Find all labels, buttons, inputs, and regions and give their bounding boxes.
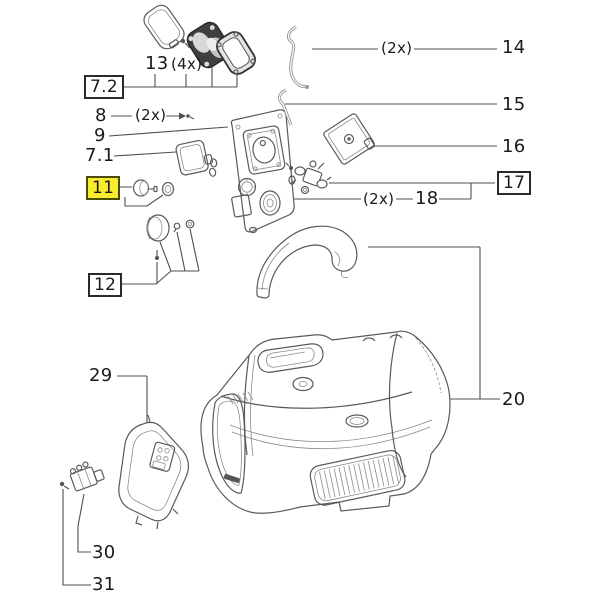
- exhaust-grille: [309, 449, 406, 506]
- leader-31: [62, 489, 91, 586]
- callout-14-qty: (2x): [381, 39, 413, 57]
- callout-29[interactable]: 29: [89, 365, 113, 386]
- part-20-handle-drawing: [256, 225, 358, 299]
- leader-7-2: [117, 62, 238, 88]
- part-17-valve-drawing: [289, 160, 332, 195]
- callout-30[interactable]: 30: [92, 542, 116, 563]
- part-31-screw-icon: [59, 481, 70, 490]
- callout-8[interactable]: 8: [95, 105, 107, 126]
- callout-9[interactable]: 9: [94, 125, 106, 146]
- part-30-connector-drawing: [69, 461, 105, 492]
- part-13-cover-drawing: [143, 4, 185, 50]
- leader-8-arrowhead: [179, 112, 186, 120]
- callout-7-2[interactable]: 7.2: [84, 75, 124, 99]
- screw-8-icon: [186, 114, 195, 120]
- part-16-plate-drawing: [323, 113, 376, 165]
- part-11-ring-drawing: [161, 181, 175, 197]
- part-12-screw-icon: [155, 250, 159, 260]
- callout-18-qty: (2x): [363, 190, 395, 208]
- callout-31[interactable]: 31: [92, 574, 116, 595]
- callout-12[interactable]: 12: [88, 273, 123, 297]
- leader-7-1: [113, 151, 177, 157]
- part-29-frame-drawing: [118, 414, 189, 530]
- leader-30: [77, 493, 91, 553]
- leader-lines: [62, 48, 500, 586]
- leader-20: [368, 246, 500, 400]
- leader-9: [108, 126, 229, 137]
- callout-20[interactable]: 20: [502, 389, 526, 410]
- leader-29: [117, 375, 148, 423]
- callout-11-highlighted[interactable]: 11: [86, 176, 121, 200]
- gasket-frame-drawing: [216, 31, 256, 75]
- part-7-1-flap-drawing: [175, 139, 218, 177]
- callout-8-qty: (2x): [135, 106, 167, 124]
- part-14-cord-drawing: [287, 25, 309, 89]
- main-housing-drawing: [200, 330, 451, 514]
- part-9-panel-drawing: [230, 109, 296, 234]
- part-12-cap-drawing: [146, 214, 170, 242]
- callout-15[interactable]: 15: [502, 94, 526, 115]
- part-12-ring-drawing: [185, 219, 195, 229]
- part-12-pin-drawing: [173, 222, 181, 233]
- leader-17: [329, 182, 495, 199]
- callout-18[interactable]: 18: [415, 188, 439, 209]
- screw-4x-icon: [180, 38, 191, 49]
- part-15-hook-drawing: [277, 88, 293, 126]
- callout-7-1[interactable]: 7.1: [85, 145, 115, 166]
- callout-13-qty: (4x): [171, 55, 203, 73]
- callout-13[interactable]: 13: [145, 53, 169, 74]
- housing-label-sticker: [223, 473, 240, 484]
- part-11-cap-drawing: [132, 179, 158, 197]
- part-18-screw-icon: [285, 162, 293, 170]
- callout-16[interactable]: 16: [502, 136, 526, 157]
- leader-11: [118, 186, 164, 207]
- callout-14[interactable]: 14: [502, 37, 526, 58]
- leader-12: [118, 228, 200, 285]
- callout-17[interactable]: 17: [497, 171, 532, 195]
